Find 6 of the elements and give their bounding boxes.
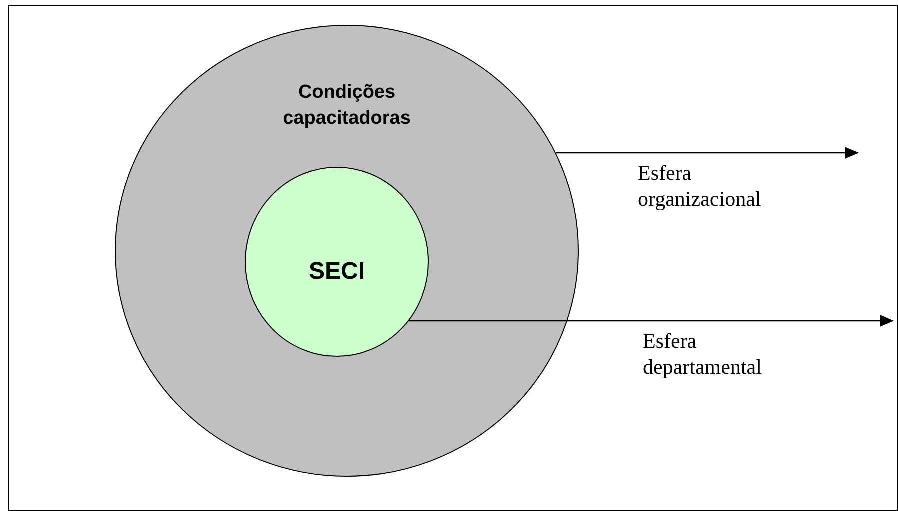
- arrow: [409, 315, 894, 327]
- arrow: [556, 147, 859, 159]
- edge-label: Esfera departamental: [643, 328, 763, 380]
- circle-label: Condições capacitadoras: [283, 82, 411, 129]
- circle-label: SECI: [308, 258, 365, 285]
- edge-label: Esfera organizacional: [638, 160, 762, 212]
